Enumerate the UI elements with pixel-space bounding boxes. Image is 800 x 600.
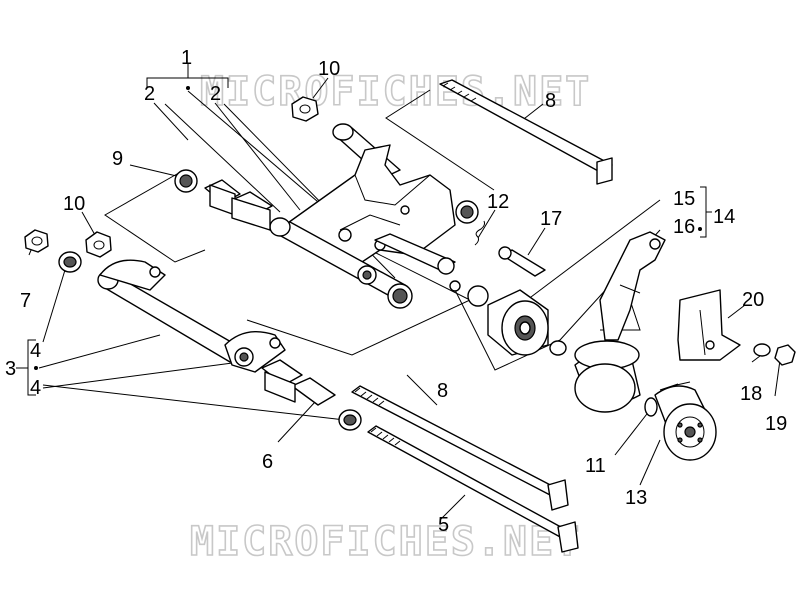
leader-lines <box>16 64 781 521</box>
pin-spring <box>374 220 489 307</box>
drum-ring <box>574 340 641 413</box>
callout-8-lower: 8 <box>437 380 448 402</box>
bolt-long-8 <box>351 385 569 511</box>
bolt-17 <box>498 246 546 277</box>
callout-3: 3 <box>5 358 16 380</box>
callout-15: 15 <box>673 188 695 210</box>
callout-6: 6 <box>262 451 273 473</box>
callout-13: 13 <box>625 487 647 509</box>
callout-14: 14 <box>713 206 735 228</box>
callout-19: 19 <box>765 413 787 435</box>
swing-arm-tube-lower <box>97 259 286 373</box>
bolt-long-top <box>439 79 613 185</box>
clip-11 <box>644 397 658 417</box>
bolt-long-5 <box>367 425 579 553</box>
bushing-4-lower <box>338 409 362 431</box>
watermark-bottom: MICROFICHES.NET <box>190 519 581 565</box>
callout-12: 12 <box>487 191 509 213</box>
sleeve-upper <box>204 179 273 231</box>
callout-9: 9 <box>112 148 123 170</box>
callout-5: 5 <box>438 514 449 536</box>
callout-7: 7 <box>20 290 31 312</box>
callout-2-right: 2 <box>210 83 221 105</box>
clutch-housing-13 <box>654 381 717 461</box>
swing-arm-bracket <box>284 144 456 271</box>
nut-10-top <box>291 96 319 122</box>
callout-labels: 1 2 2 10 8 9 10 7 12 15 14 16 17 20 3 4 … <box>5 47 787 536</box>
callout-10-left: 10 <box>63 193 85 215</box>
callout-18: 18 <box>740 383 762 405</box>
nut-7 <box>24 229 49 253</box>
bracket-20 <box>677 289 741 361</box>
callout-8-top: 8 <box>545 90 556 112</box>
lever-14 <box>599 231 666 341</box>
nut-19 <box>774 344 796 366</box>
callout-20: 20 <box>742 289 764 311</box>
callout-1: 1 <box>181 47 192 69</box>
callout-4-upper: 4 <box>30 340 41 362</box>
callout-16: 16 <box>673 216 695 238</box>
washer-16 <box>549 340 567 356</box>
callout-10-top: 10 <box>318 58 340 80</box>
callout-17: 17 <box>540 208 562 230</box>
roller-15 <box>487 289 549 356</box>
bushing-9 <box>174 169 198 193</box>
sleeve-6 <box>261 359 336 406</box>
washer-18 <box>753 343 771 357</box>
bushings-right <box>357 200 479 309</box>
callout-4-lower: 4 <box>30 377 41 399</box>
callout-11: 11 <box>585 455 606 477</box>
watermark-top: MICROFICHES.NET <box>200 69 591 115</box>
nut-10-left <box>85 231 112 258</box>
callout-2-left: 2 <box>144 83 155 105</box>
bushing-4-left <box>58 251 82 273</box>
